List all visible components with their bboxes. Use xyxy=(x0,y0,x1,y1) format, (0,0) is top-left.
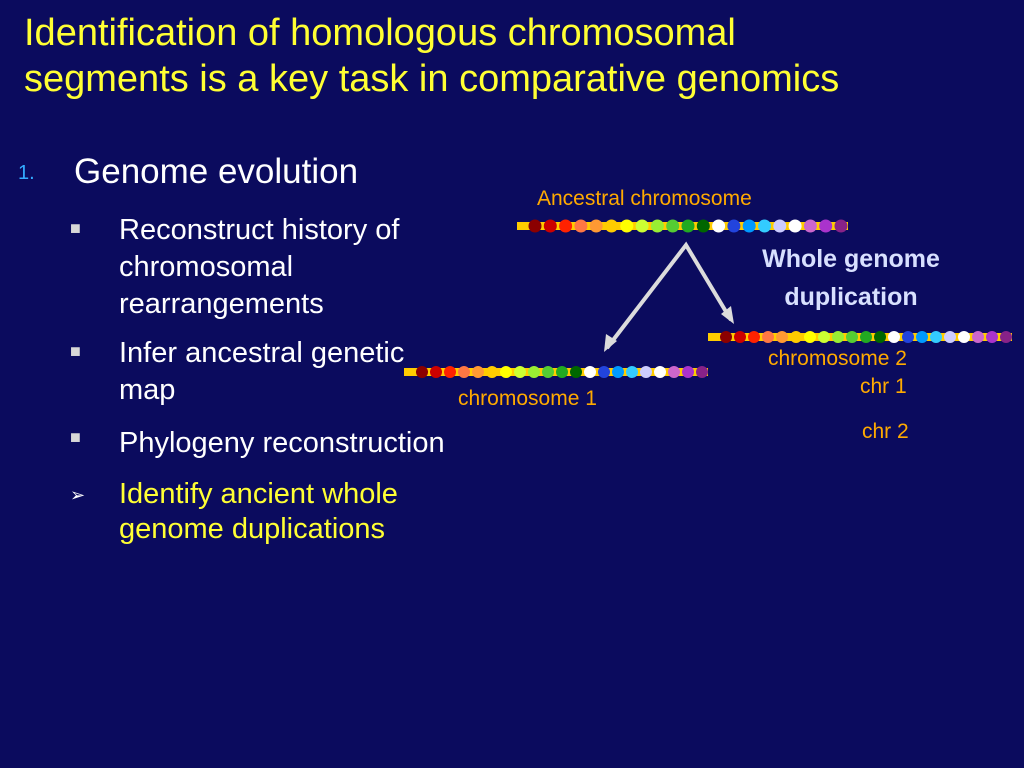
gene-bead xyxy=(416,366,428,378)
bullet-text: Infer ancestral genetic map xyxy=(119,337,405,406)
gene-bead xyxy=(666,219,680,233)
gene-bead xyxy=(650,219,664,233)
arrow-bullet-icon: ➢ xyxy=(70,485,86,505)
gene-bead xyxy=(742,219,756,233)
gene-bead xyxy=(584,366,596,378)
gene-bead xyxy=(734,331,746,343)
bullet-item: ■ Infer ancestral genetic map xyxy=(70,335,450,409)
gene-bead xyxy=(612,366,624,378)
gene-bead xyxy=(834,219,848,233)
square-bullet-icon: ■ xyxy=(70,427,81,447)
bullet-text: Identify ancient whole genome duplicatio… xyxy=(119,478,398,545)
gene-bead xyxy=(727,219,741,233)
gene-bead xyxy=(874,331,886,343)
gene-bead xyxy=(635,219,649,233)
gene-bead xyxy=(528,366,540,378)
gene-bead xyxy=(819,219,833,233)
bullet-text: Reconstruct history of chromosomal rearr… xyxy=(119,214,400,320)
gene-bead xyxy=(776,331,788,343)
gene-bead xyxy=(528,219,542,233)
wgd-label-line-2: duplication xyxy=(784,283,918,311)
square-bullet-icon: ■ xyxy=(70,218,81,238)
chr-2-label: chr 2 xyxy=(862,420,909,443)
gene-bead xyxy=(559,219,573,233)
bullet-text: Phylogeny reconstruction xyxy=(119,427,445,459)
gene-bead xyxy=(486,366,498,378)
gene-bead xyxy=(944,331,956,343)
gene-bead xyxy=(458,366,470,378)
gene-bead xyxy=(640,366,652,378)
gene-bead xyxy=(860,331,872,343)
gene-bead xyxy=(773,219,787,233)
right-arrowhead-icon xyxy=(721,306,734,324)
gene-bead xyxy=(790,331,802,343)
bullet-list: ■ Reconstruct history of chromosomal rea… xyxy=(70,212,450,559)
gene-bead xyxy=(1000,331,1012,343)
gene-bead xyxy=(902,331,914,343)
list-heading: 1. Genome evolution xyxy=(18,152,358,192)
gene-bead xyxy=(712,219,726,233)
gene-bead xyxy=(444,366,456,378)
gene-bead xyxy=(832,331,844,343)
gene-bead xyxy=(626,366,638,378)
gene-bead xyxy=(972,331,984,343)
bullet-item: ■ Reconstruct history of chromosomal rea… xyxy=(70,212,450,323)
ancestral-chromosome xyxy=(517,219,848,233)
gene-bead xyxy=(620,219,634,233)
list-number: 1. xyxy=(18,162,35,185)
gene-bead xyxy=(500,366,512,378)
gene-bead xyxy=(748,331,760,343)
list-heading-text: Genome evolution xyxy=(74,152,359,191)
chromosome-1-label: chromosome 1 xyxy=(458,387,597,410)
gene-bead xyxy=(916,331,928,343)
gene-bead xyxy=(574,219,588,233)
gene-bead xyxy=(514,366,526,378)
left-arrowhead-icon xyxy=(604,334,617,352)
chr-1-label: chr 1 xyxy=(860,375,907,398)
gene-bead xyxy=(598,366,610,378)
gene-bead xyxy=(543,219,557,233)
gene-bead xyxy=(958,331,970,343)
gene-bead xyxy=(589,219,603,233)
bullet-item: ➢ Identify ancient whole genome duplicat… xyxy=(70,477,450,547)
gene-bead xyxy=(668,366,680,378)
gene-bead xyxy=(818,331,830,343)
gene-bead xyxy=(682,366,694,378)
title-line-2: segments is a key task in comparative ge… xyxy=(24,58,840,100)
gene-bead xyxy=(696,366,708,378)
gene-bead xyxy=(472,366,484,378)
gene-bead xyxy=(846,331,858,343)
gene-bead xyxy=(803,219,817,233)
duplication-arrows xyxy=(604,241,734,352)
gene-bead xyxy=(758,219,771,233)
gene-bead xyxy=(681,219,695,233)
slide-title: Identification of homologous chromosomal… xyxy=(24,10,1014,102)
gene-bead xyxy=(696,219,710,233)
chromosome-2-label: chromosome 2 xyxy=(768,347,907,370)
split-arrow-stem xyxy=(605,241,733,350)
title-line-1: Identification of homologous chromosomal xyxy=(24,12,736,54)
gene-bead xyxy=(542,366,554,378)
chromosome-2 xyxy=(708,331,1012,343)
gene-bead xyxy=(556,366,568,378)
gene-bead xyxy=(986,331,998,343)
gene-bead xyxy=(788,219,802,233)
gene-bead xyxy=(804,331,816,343)
square-bullet-icon: ■ xyxy=(70,341,81,361)
wgd-label-line-1: Whole genome xyxy=(762,245,940,273)
wgd-label: Whole genome duplication xyxy=(716,240,986,316)
gene-bead xyxy=(720,331,732,343)
gene-bead xyxy=(570,366,582,378)
chromosome-1 xyxy=(404,366,708,378)
gene-bead xyxy=(430,366,442,378)
gene-bead xyxy=(654,366,666,378)
gene-bead xyxy=(762,331,774,343)
gene-bead xyxy=(605,219,618,233)
gene-bead xyxy=(930,331,942,343)
bullet-item: ■ Phylogeny reconstruction xyxy=(70,421,450,465)
gene-bead xyxy=(888,331,900,343)
ancestral-chromosome-label: Ancestral chromosome xyxy=(537,187,752,210)
